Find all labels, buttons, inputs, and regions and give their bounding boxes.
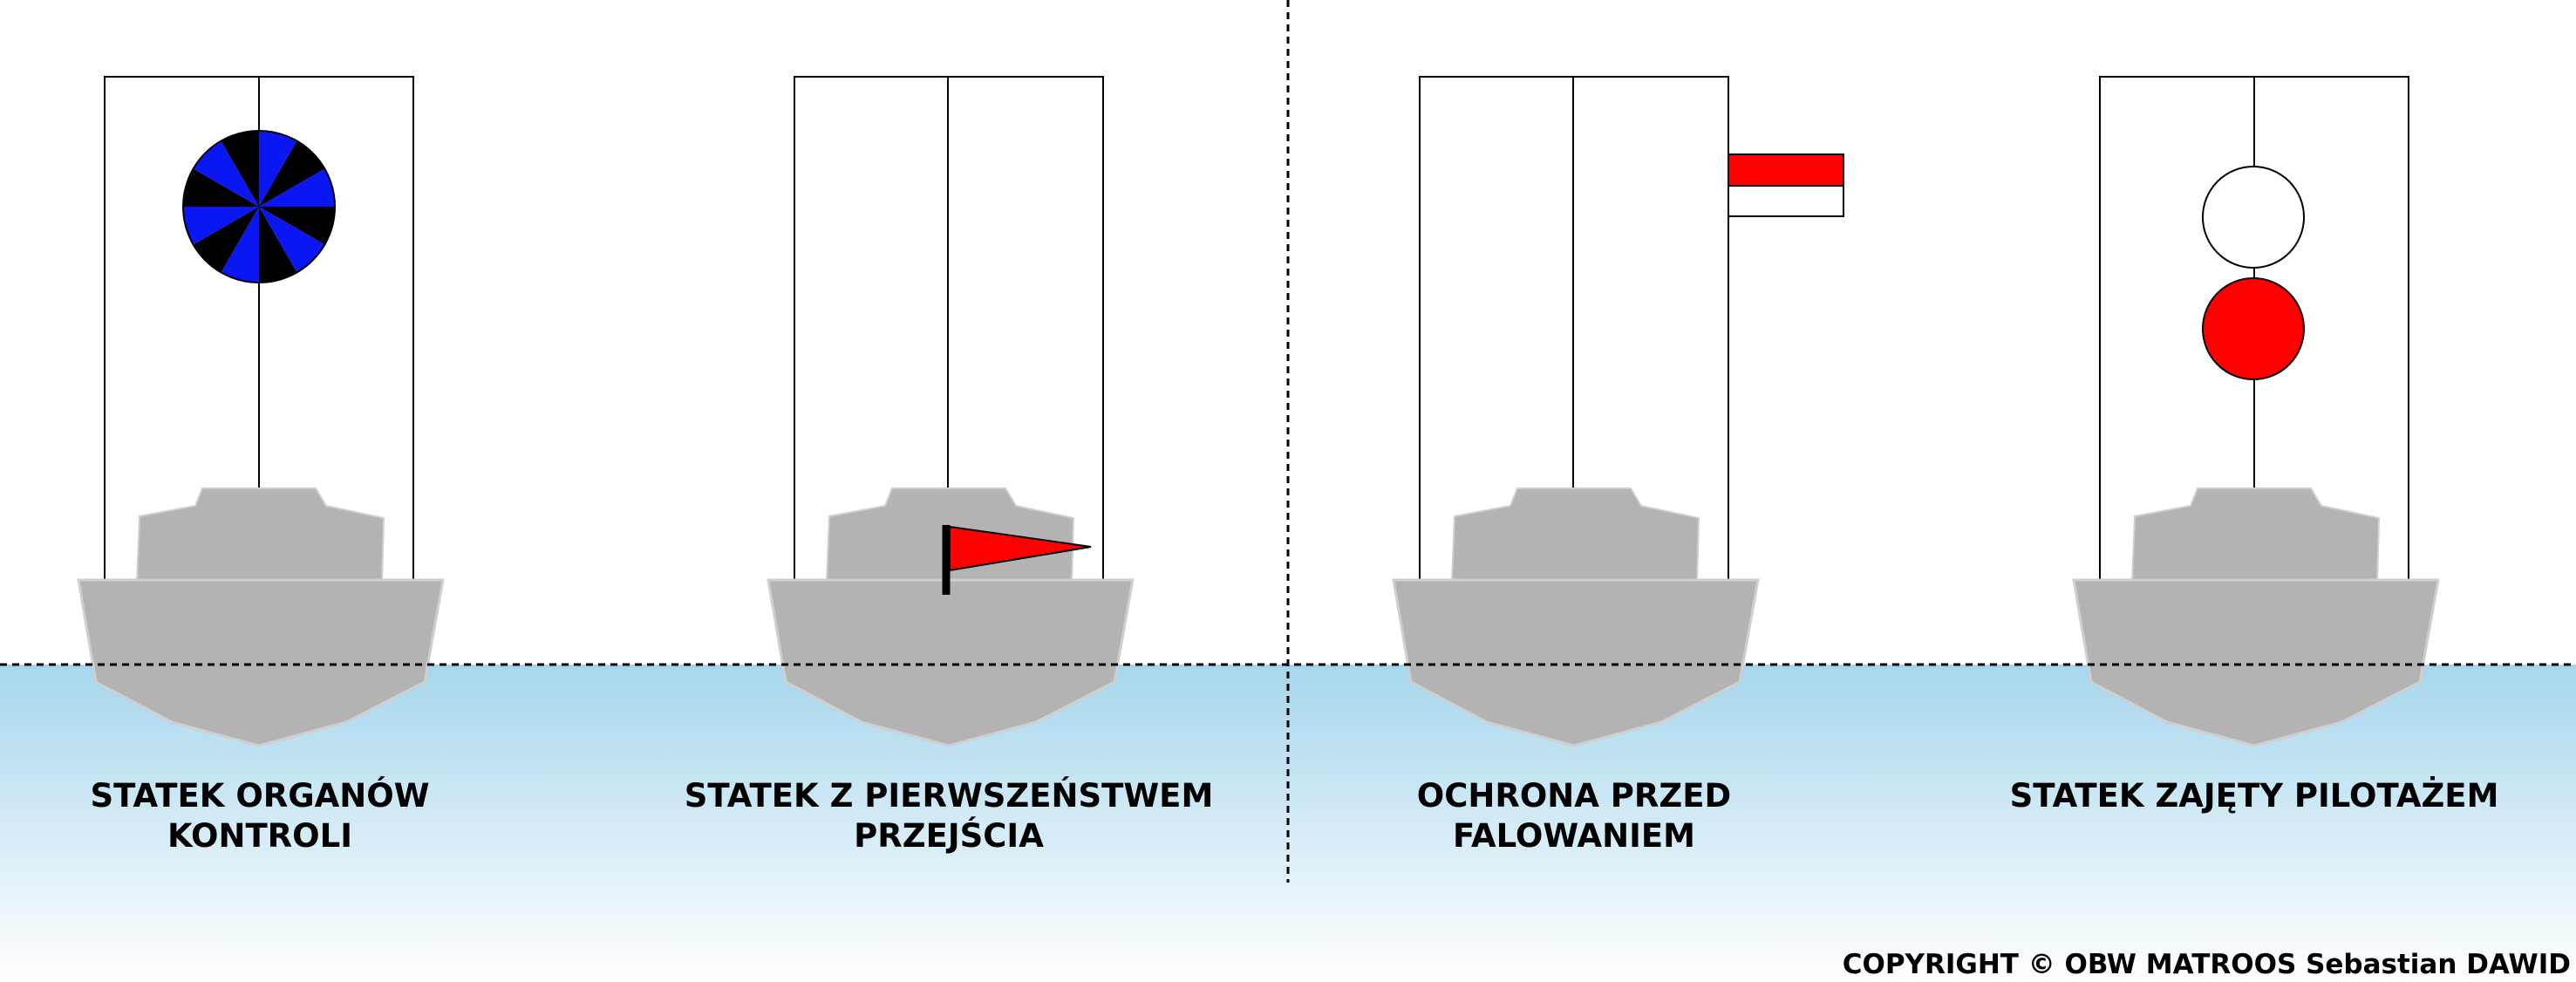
- caption-line: STATEK ZAJĘTY PILOTAŻEM: [2009, 777, 2499, 815]
- caption-line: OCHRONA PRZED: [1416, 777, 1732, 815]
- ball-sector: [183, 168, 259, 207]
- ball-sector: [193, 207, 259, 273]
- vessel-2: [767, 76, 1135, 747]
- flag-red-stripe: [1728, 153, 1844, 187]
- pennant: [949, 525, 1092, 572]
- ball-sector: [221, 207, 259, 283]
- signal-red-pennant: [942, 525, 1092, 595]
- ball-sector: [221, 131, 259, 207]
- ball-sector: [193, 140, 259, 207]
- ball-sector: [259, 131, 297, 207]
- caption-line: FALOWANIEM: [1453, 817, 1695, 855]
- caption-panel-1: STATEK ORGANÓW KONTROLI: [0, 776, 574, 856]
- ball-red: [2202, 277, 2305, 380]
- caption-line: STATEK ORGANÓW: [90, 777, 430, 815]
- vessel-3: [1392, 76, 1760, 747]
- caption-line: STATEK Z PIERWSZEŃSTWEM: [684, 777, 1214, 815]
- hull: [767, 578, 1135, 747]
- ball-white: [2202, 166, 2305, 269]
- ball-sector: [259, 207, 335, 245]
- ball-sector: [259, 168, 335, 207]
- hull: [1392, 578, 1760, 747]
- flag-white-stripe: [1728, 185, 1844, 217]
- signal-red-white-flag: [1728, 153, 1844, 217]
- superstructure: [135, 488, 385, 582]
- copyright-notice: COPYRIGHT © OBW MATROOS Sebastian DAWID: [1842, 949, 2571, 980]
- ball-outline: [182, 130, 336, 283]
- superstructure: [1450, 488, 1700, 582]
- hull: [2072, 578, 2440, 747]
- caption-panel-2: STATEK Z PIERWSZEŃSTWEM PRZEJŚCIA: [635, 776, 1263, 856]
- caption-line: KONTROLI: [167, 817, 352, 855]
- caption-line: PRZEJŚCIA: [854, 817, 1044, 855]
- caption-panel-3: OCHRONA PRZED FALOWANIEM: [1260, 776, 1888, 856]
- hull: [77, 578, 445, 747]
- caption-panel-4: STATEK ZAJĘTY PILOTAŻEM: [1940, 776, 2568, 816]
- ball-sector: [259, 207, 297, 283]
- superstructure: [2130, 488, 2381, 582]
- signal-ball-blue-black: [182, 130, 336, 283]
- ball-sector: [183, 207, 259, 245]
- ball-sector: [259, 140, 325, 207]
- signal-white-red-balls: [2202, 166, 2305, 380]
- vessel-4: [2072, 76, 2440, 747]
- vessel-1: [77, 76, 445, 747]
- ball-sector: [259, 207, 325, 273]
